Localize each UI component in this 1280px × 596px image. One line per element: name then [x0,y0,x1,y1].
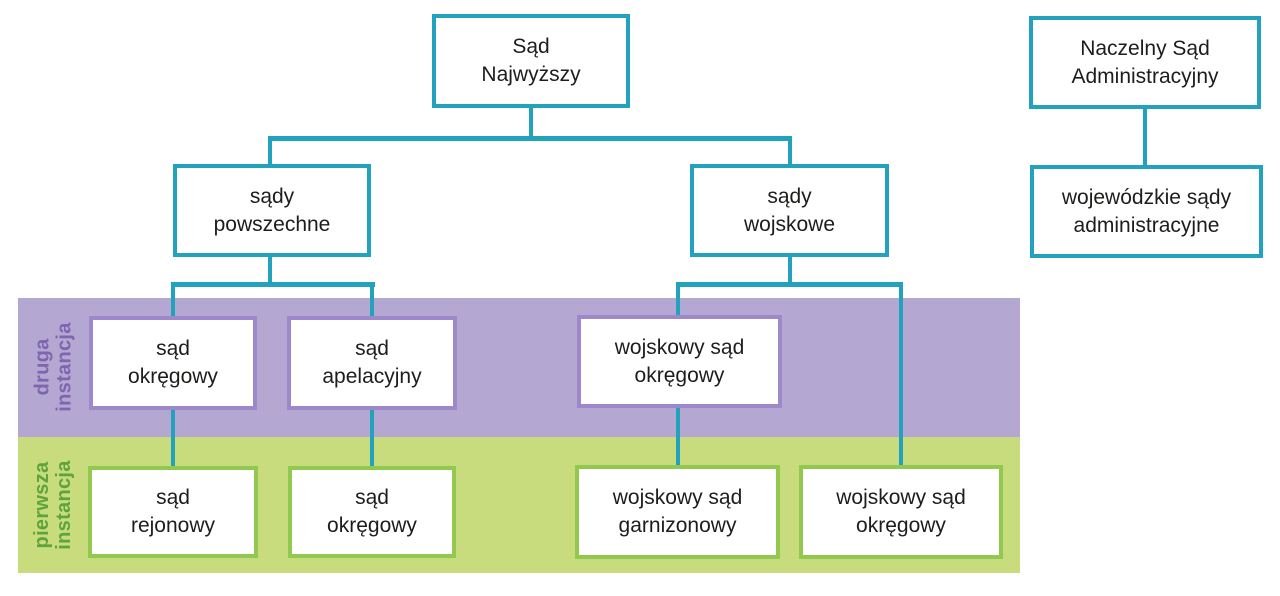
connector-common-courts-stem [268,255,272,284]
node-sady-wojskowe: sądy wojskowe [690,164,889,257]
connector-top-bracket [268,136,792,141]
connector-admin-courts-line [1143,108,1147,166]
connector-military-courts-stem [788,255,792,284]
node-wojskowy-sad-okregowy-druga-instancja: wojskowy sąd okręgowy [577,315,782,408]
node-naczelny-sad-administracyjny-label: Naczelny Sąd Administracyjny [1071,36,1219,88]
node-sad-okregowy-druga-instancja: sąd okręgowy [89,316,257,410]
node-sady-powszechne: sądy powszechne [173,164,371,257]
connector-common-courts-drop [268,139,272,166]
node-sad-rejonowy-label: sąd rejonowy [130,486,216,537]
node-wojskowy-sad-okregowy-pierwsza-instancja: wojskowy sąd okręgowy [799,465,1003,559]
node-sad-rejonowy: sąd rejonowy [88,466,258,558]
node-sad-okregowy-pierwsza-instancja: sąd okręgowy [288,466,456,558]
node-wojewodzkie-sady-administracyjne: wojewódzkie sądy administracyjne [1030,165,1263,258]
node-naczelny-sad-administracyjny: Naczelny Sąd Administracyjny [1029,16,1261,109]
node-sad-okregowy-pierwsza-instancja-label: sąd okręgowy [327,486,417,537]
band-label-pierwsza-instancja: pierwsza instancja [30,460,75,550]
node-sad-okregowy-druga-instancja-label: sąd okręgowy [128,337,218,388]
node-sad-apelacyjny: sąd apelacyjny [287,316,457,410]
node-sady-powszechne-label: sądy powszechne [213,184,331,236]
node-sad-najwyzszy-label: Sąd Najwyższy [481,35,581,86]
connector-military-courts-drop [788,139,792,166]
node-sad-najwyzszy: Sąd Najwyższy [432,14,630,108]
node-wojskowy-sad-okregowy-pierwsza-instancja-label: wojskowy sąd okręgowy [836,486,966,537]
node-wojskowy-sad-okregowy-druga-instancja-label: wojskowy sąd okręgowy [614,335,745,387]
node-wojewodzkie-sady-administracyjne-label: wojewódzkie sądy administracyjne [1061,185,1232,237]
connector-supreme-court-drop [529,108,533,138]
node-sady-wojskowe-label: sądy wojskowe [743,184,836,236]
connector-military-regional-first-line [899,284,903,466]
connector-military-bracket [676,282,903,287]
node-sad-apelacyjny-label: sąd apelacyjny [322,337,422,388]
band-label-druga-instancja: druga instancja [31,322,76,412]
connector-common-bracket [171,282,375,287]
node-wojskowy-sad-garnizonowy-label: wojskowy sąd garnizonowy [612,486,743,537]
node-wojskowy-sad-garnizonowy: wojskowy sąd garnizonowy [575,465,780,559]
